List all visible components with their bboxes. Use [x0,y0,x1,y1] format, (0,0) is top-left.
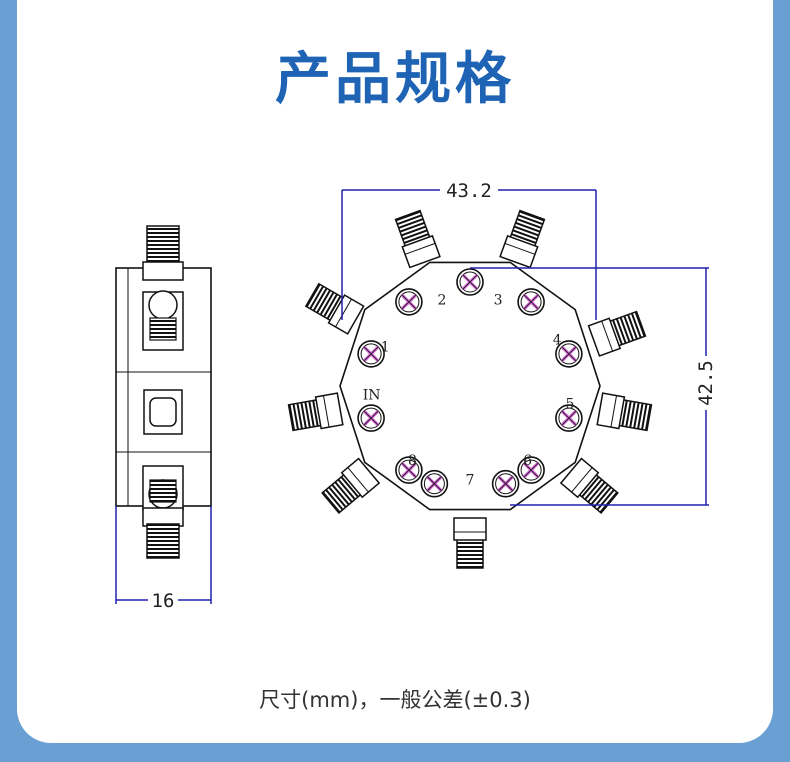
dimension-width-label: 43.2 [446,180,492,202]
port-label-7: 7 [466,473,475,489]
page-title: 产品规格 [275,47,515,112]
port-3-connector [499,208,549,269]
port-label-8: 8 [408,453,417,469]
port-label-4: 4 [553,333,562,349]
dimension-side: 16 [115,506,212,612]
port-label-6: 6 [523,453,532,469]
screw-icon [394,287,424,317]
port-in-connector [287,392,344,435]
port-label-in: IN [363,388,381,404]
dimension-width: 43.2 [341,180,597,320]
dimension-height: 42.5 [470,267,717,506]
port-4-connector [587,307,648,357]
screw-icon [516,287,546,317]
port-label-3: 3 [494,293,503,309]
screw-icon [356,403,386,433]
screw-icon [455,267,485,297]
side-view [115,225,212,559]
port-label-2: 2 [437,293,446,309]
port-labels: 1 2 3 4 5 6 7 8 IN [363,293,575,489]
dimension-height-label: 42.5 [695,360,717,406]
port-5-connector [596,392,653,435]
screw-icon [419,469,449,499]
port-label-5: 5 [565,397,574,413]
divider-body [339,261,601,511]
port-2-connector [391,208,441,269]
screw-icon [491,469,521,499]
top-view: 1 2 3 4 5 6 7 8 IN [287,208,653,569]
port-label-1: 1 [381,339,390,355]
port-1-connector [303,280,365,335]
spec-caption: 尺寸(mm)，一般公差(±0.3) [259,688,531,712]
port-7-connector [453,517,487,569]
dimension-side-label: 16 [152,590,175,612]
